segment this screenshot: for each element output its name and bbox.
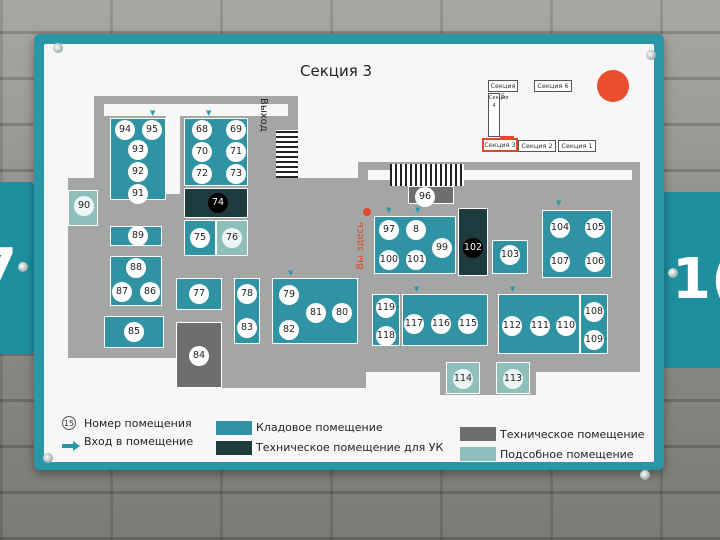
legend-room-number: Номер помещения bbox=[84, 417, 192, 430]
room-number: 116 bbox=[431, 314, 451, 334]
room-number: 100 bbox=[379, 250, 399, 270]
minimap-section-4: Секция 4 bbox=[488, 93, 508, 137]
room-number: 110 bbox=[556, 316, 576, 336]
minimap-section-3: Секция 3 bbox=[482, 138, 518, 152]
room-number: 99 bbox=[432, 238, 452, 258]
corridor bbox=[104, 104, 288, 116]
entrance-arrow-icon: ▼ bbox=[415, 206, 421, 214]
stairs-icon bbox=[276, 130, 298, 178]
room-number: 73 bbox=[226, 164, 246, 184]
room-number: 90 bbox=[74, 196, 94, 216]
room-number: 92 bbox=[128, 162, 148, 182]
entrance-arrow-icon: ▼ bbox=[288, 269, 294, 277]
room-number: 104 bbox=[550, 218, 570, 238]
legend-tech: Техническое помещение bbox=[500, 428, 645, 441]
screw-icon bbox=[640, 470, 650, 480]
room-number: 94 bbox=[115, 120, 135, 140]
screw-icon bbox=[43, 453, 53, 463]
legend-storage-swatch bbox=[216, 421, 252, 435]
entrance-arrow-icon: ▼ bbox=[386, 206, 392, 214]
room-number: 81 bbox=[306, 303, 326, 323]
room-number: 85 bbox=[124, 322, 144, 342]
minimap-highlight bbox=[500, 136, 514, 140]
room-number: 80 bbox=[332, 303, 352, 323]
legend-sub-swatch bbox=[460, 447, 496, 461]
room-number: 84 bbox=[189, 346, 209, 366]
entrance-arrow-icon: ▼ bbox=[510, 285, 516, 293]
room-number: 72 bbox=[192, 164, 212, 184]
entrance-arrow-icon: ▼ bbox=[414, 285, 420, 293]
room-number: 105 bbox=[585, 218, 605, 238]
room-number: 79 bbox=[279, 285, 299, 305]
stairs-icon bbox=[390, 164, 464, 186]
you-are-here-label: Вы здесь bbox=[355, 222, 366, 270]
legend-tech-uk-swatch bbox=[216, 441, 252, 455]
room-number: 108 bbox=[584, 302, 604, 322]
minimap-section-5: Секция 5 bbox=[488, 80, 518, 100]
corridor bbox=[368, 170, 632, 180]
room-number: 115 bbox=[458, 314, 478, 334]
screw-icon bbox=[668, 268, 678, 278]
room-number: 87 bbox=[112, 282, 132, 302]
minimap-section-1: Секция 1 bbox=[558, 140, 596, 152]
legend-tech-uk: Техническое помещение для УК bbox=[256, 441, 444, 454]
room-number: 113 bbox=[503, 369, 523, 389]
room-number: 101 bbox=[406, 250, 426, 270]
marker-dot bbox=[597, 70, 629, 102]
plan-title: Секция 3 bbox=[300, 62, 373, 80]
entrance-arrow-icon bbox=[62, 436, 80, 451]
room-number: 117 bbox=[404, 314, 424, 334]
entrance-arrow-icon: ▼ bbox=[556, 199, 562, 207]
room-number: 93 bbox=[128, 140, 148, 160]
room-number: 68 bbox=[192, 120, 212, 140]
room-number: 75 bbox=[190, 228, 210, 248]
legend-number-sample: 15 bbox=[62, 416, 76, 430]
legend-sub: Подсобное помещение bbox=[500, 448, 634, 461]
room-number: 95 bbox=[142, 120, 162, 140]
room-number: 82 bbox=[279, 320, 299, 340]
minimap-section-2: Секция 2 bbox=[518, 140, 556, 152]
room-number: 119 bbox=[376, 298, 396, 318]
room-number: 8 bbox=[406, 220, 426, 240]
room-number: 111 bbox=[530, 316, 550, 336]
you-are-here-marker bbox=[363, 208, 371, 216]
entrance-arrow-icon: ▼ bbox=[150, 109, 156, 117]
room-number: 103 bbox=[500, 245, 520, 265]
room-number: 77 bbox=[189, 284, 209, 304]
legend-entrance: Вход в помещение bbox=[84, 435, 194, 448]
left-neighbor-sign: 7 bbox=[0, 182, 34, 354]
room-number: 83 bbox=[237, 318, 257, 338]
room-number: 91 bbox=[128, 184, 148, 204]
room-number: 109 bbox=[584, 330, 604, 350]
room-number: 74 bbox=[208, 193, 228, 213]
room-number: 69 bbox=[226, 120, 246, 140]
room-number: 78 bbox=[237, 284, 257, 304]
room-number: 76 bbox=[222, 228, 242, 248]
room-number: 106 bbox=[585, 252, 605, 272]
room-number: 114 bbox=[453, 369, 473, 389]
room-number: 118 bbox=[376, 326, 396, 346]
exit-label: Выход bbox=[258, 98, 269, 132]
room-number: 71 bbox=[226, 142, 246, 162]
corridor bbox=[166, 104, 180, 194]
legend-storage: Кладовое помещение bbox=[256, 421, 383, 434]
right-neighbor-sign: 1( bbox=[660, 192, 720, 368]
room-85[interactable] bbox=[104, 316, 164, 348]
entrance-arrow-icon: ▼ bbox=[206, 109, 212, 117]
room-number: 70 bbox=[192, 142, 212, 162]
room-number: 97 bbox=[379, 220, 399, 240]
screw-icon bbox=[18, 262, 28, 272]
screw-icon bbox=[53, 43, 63, 53]
room-number: 89 bbox=[128, 226, 148, 246]
screw-icon bbox=[646, 50, 656, 60]
room-number: 102 bbox=[463, 238, 483, 258]
room-number: 96 bbox=[415, 187, 435, 207]
room-number: 107 bbox=[550, 252, 570, 272]
room-number: 86 bbox=[140, 282, 160, 302]
room-number: 88 bbox=[126, 258, 146, 278]
room-number: 112 bbox=[502, 316, 522, 336]
legend-tech-swatch bbox=[460, 427, 496, 441]
minimap-section-6: Секция 6 bbox=[534, 80, 572, 92]
